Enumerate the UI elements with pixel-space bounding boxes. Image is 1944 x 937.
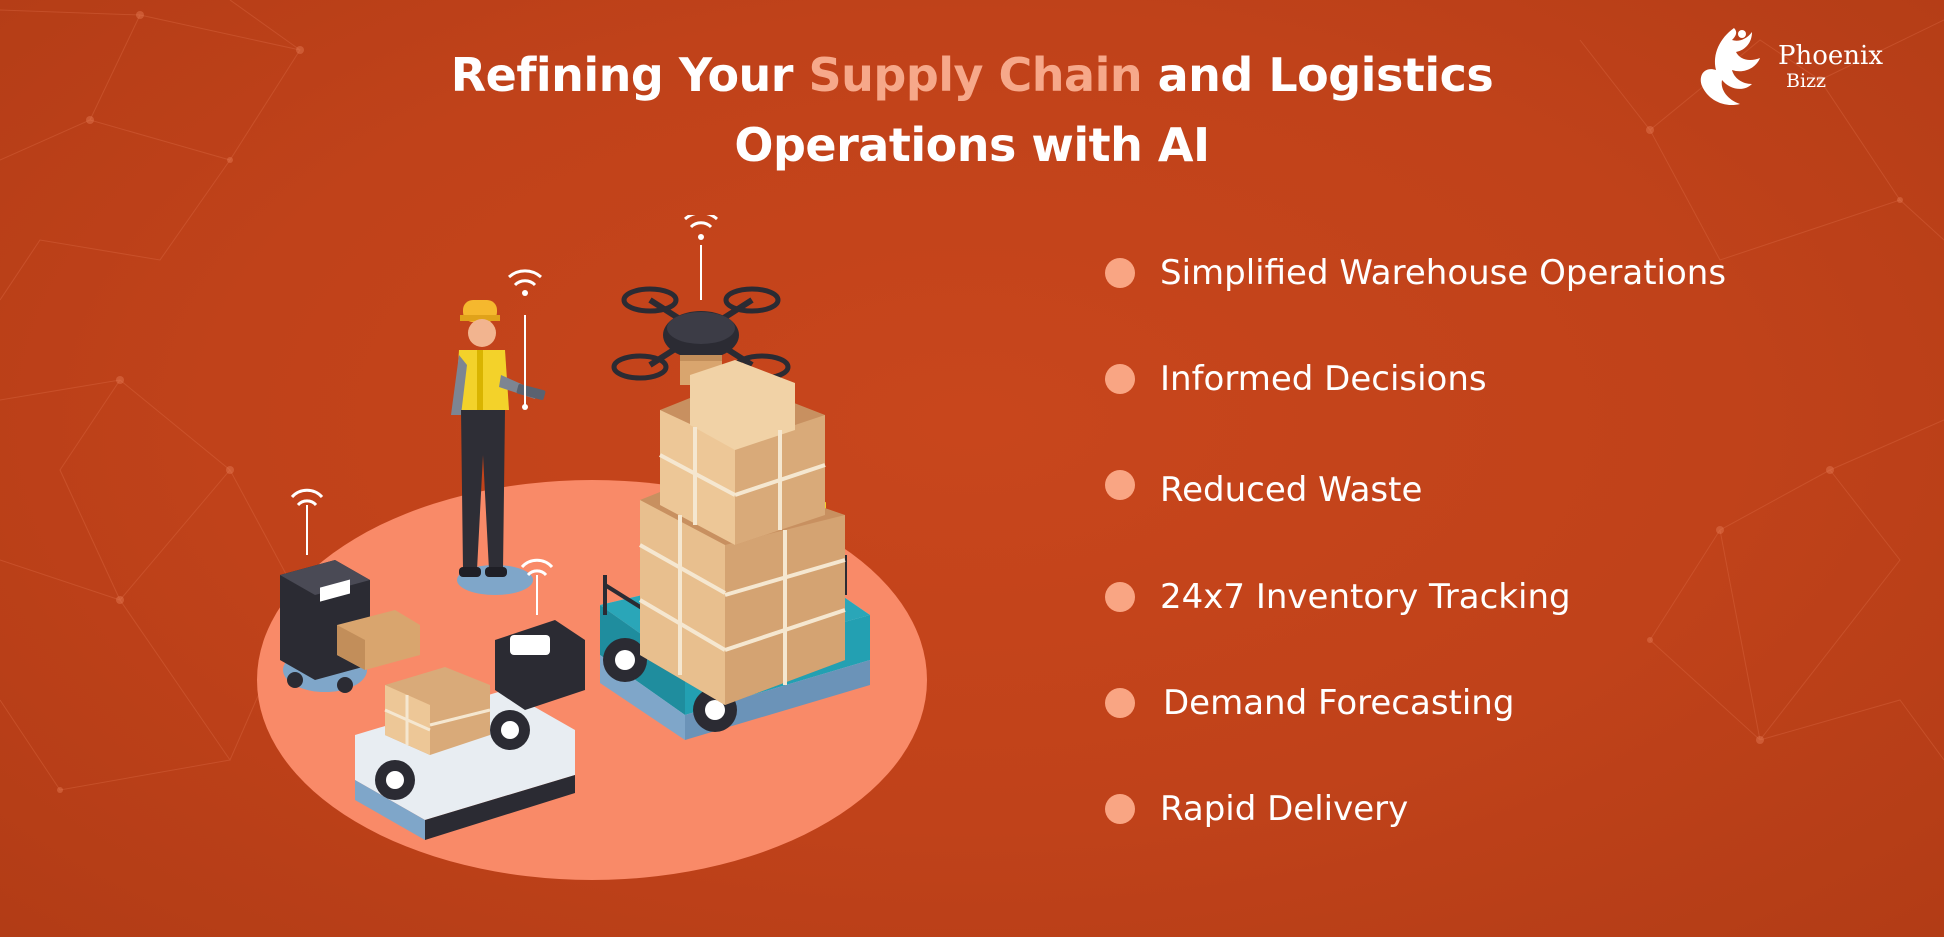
feature-item: Demand Forecasting: [1100, 678, 1860, 728]
phoenix-bird-icon: [1700, 28, 1760, 106]
title-text-part2: and Logistics: [1142, 48, 1494, 102]
drone-icon: [611, 215, 791, 385]
bullet-dot-icon: [1105, 258, 1135, 288]
bullet-dot-icon: [1105, 688, 1135, 718]
feature-label: Reduced Waste: [1160, 470, 1423, 510]
feature-item: 24x7 Inventory Tracking: [1100, 572, 1860, 622]
cart-icon: [355, 558, 585, 840]
logo-name: Phoenix: [1778, 41, 1884, 71]
brand-logo: Phoenix Bizz: [1690, 20, 1900, 115]
boxes-icon: [638, 360, 846, 705]
feature-label: 24x7 Inventory Tracking: [1160, 577, 1571, 617]
bullet-dot-icon: [1105, 582, 1135, 612]
page-title: Refining Your Supply Chain and Logistics…: [0, 40, 1944, 180]
bullet-dot-icon: [1105, 364, 1135, 394]
robot-icon: [280, 488, 420, 693]
feature-item: Reduced Waste: [1100, 460, 1860, 510]
feature-label: Demand Forecasting: [1163, 683, 1515, 723]
feature-label: Rapid Delivery: [1160, 789, 1409, 829]
feature-item: Rapid Delivery: [1100, 784, 1860, 834]
title-accent-text: Supply Chain: [808, 48, 1143, 102]
logo-subtitle: Bizz: [1786, 70, 1827, 92]
title-line-2: Operations with AI: [734, 118, 1210, 172]
feature-label: Informed Decisions: [1160, 359, 1487, 399]
bullet-dot-icon: [1105, 470, 1135, 500]
logistics-illustration: [257, 215, 927, 880]
bullet-dot-icon: [1105, 794, 1135, 824]
title-line-1: Refining Your Supply Chain and Logistics: [0, 40, 1944, 110]
title-text-part1: Refining Your: [450, 48, 809, 102]
feature-item: Simplified Warehouse Operations: [1100, 248, 1860, 298]
feature-item: Informed Decisions: [1100, 354, 1860, 404]
worker-icon: [451, 269, 546, 595]
feature-label: Simplified Warehouse Operations: [1160, 253, 1727, 293]
